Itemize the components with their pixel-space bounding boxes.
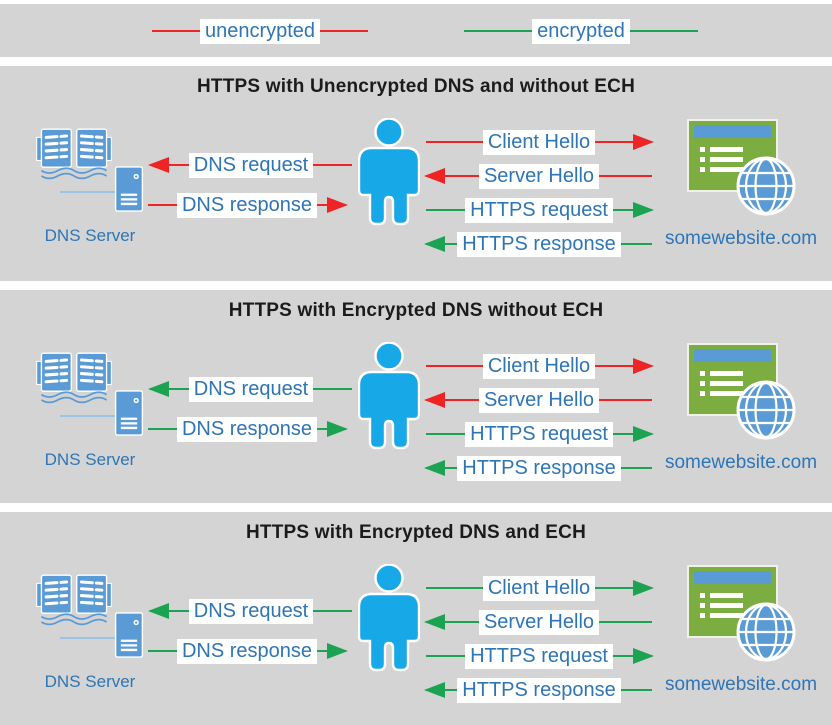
website-caption: somewebsite.com — [664, 674, 818, 695]
arrow-label: Server Hello — [478, 387, 600, 413]
dns-server-icon — [114, 166, 144, 212]
arrowhead-left-icon — [424, 168, 445, 184]
panel-title: HTTPS with Unencrypted DNS and without E… — [196, 76, 635, 97]
server-hello-arrow: Server Hello — [424, 163, 654, 189]
dns-request-arrow: DNS request — [148, 376, 354, 402]
website-icon — [686, 116, 798, 218]
arrowhead-left-icon — [148, 157, 169, 173]
dns-response-arrow: DNS response — [146, 638, 348, 664]
client-hello-arrow: Client Hello — [424, 575, 654, 601]
arrowhead-right-icon — [327, 421, 348, 437]
arrow-label: DNS response — [176, 192, 318, 218]
https-request-arrow: HTTPS request — [424, 643, 654, 669]
user-icon — [358, 342, 420, 452]
arrow-label: DNS request — [188, 376, 314, 402]
book-server-connector — [60, 637, 116, 639]
arrowhead-right-icon — [633, 202, 654, 218]
https-response-arrow: HTTPS response — [424, 455, 654, 481]
arrowhead-left-icon — [424, 614, 445, 630]
arrowhead-right-icon — [633, 648, 654, 664]
arrow-label: Client Hello — [482, 129, 596, 155]
arrowhead-right-icon — [633, 580, 654, 596]
arrowhead-left-icon — [424, 682, 445, 698]
dns-server-caption: DNS Server — [44, 226, 136, 245]
https-response-arrow: HTTPS response — [424, 677, 654, 703]
arrow-label: HTTPS request — [465, 421, 613, 447]
arrow-label: DNS request — [188, 152, 314, 178]
panel-encrypted-dns-with-ech: HTTPS with Encrypted DNS and ECH DNS Ser… — [0, 512, 832, 725]
https-request-arrow: HTTPS request — [424, 197, 654, 223]
arrowhead-right-icon — [633, 358, 654, 374]
dns-request-arrow: DNS request — [148, 598, 354, 624]
arrowhead-right-icon — [633, 134, 654, 150]
arrowhead-right-icon — [327, 643, 348, 659]
arrow-label: Server Hello — [478, 609, 600, 635]
book-server-connector — [60, 415, 116, 417]
legend-unencrypted: unencrypted — [150, 18, 370, 44]
dns-server-icon — [114, 612, 144, 658]
legend-encrypted: encrypted — [462, 18, 700, 44]
legend-bar: unencrypted encrypted — [0, 4, 832, 57]
arrowhead-left-icon — [424, 460, 445, 476]
panel-title: HTTPS with Encrypted DNS without ECH — [228, 300, 604, 321]
legend-label-encrypted: encrypted — [532, 18, 630, 44]
arrow-label: Client Hello — [482, 575, 596, 601]
arrow-label: DNS response — [176, 638, 318, 664]
website-icon — [686, 340, 798, 442]
arrow-label: DNS response — [176, 416, 318, 442]
panel-title: HTTPS with Encrypted DNS and ECH — [246, 522, 586, 543]
server-hello-arrow: Server Hello — [424, 609, 654, 635]
server-hello-arrow: Server Hello — [424, 387, 654, 413]
arrowhead-right-icon — [633, 426, 654, 442]
arrow-label: HTTPS request — [465, 197, 613, 223]
arrow-label: HTTPS response — [457, 231, 621, 257]
https-request-arrow: HTTPS request — [424, 421, 654, 447]
panel-unencrypted-dns-no-ech: HTTPS with Unencrypted DNS and without E… — [0, 66, 832, 281]
legend-label-unencrypted: unencrypted — [199, 18, 321, 44]
arrow-label: DNS request — [188, 598, 314, 624]
book-server-connector — [60, 191, 116, 193]
arrow-label: HTTPS request — [465, 643, 613, 669]
client-hello-arrow: Client Hello — [424, 353, 654, 379]
client-hello-arrow: Client Hello — [424, 129, 654, 155]
website-icon — [686, 562, 798, 664]
arrow-label: HTTPS response — [457, 455, 621, 481]
dns-server-caption: DNS Server — [44, 672, 136, 691]
arrowhead-left-icon — [424, 236, 445, 252]
arrow-label: Client Hello — [482, 353, 596, 379]
dns-response-arrow: DNS response — [146, 416, 348, 442]
arrowhead-left-icon — [148, 381, 169, 397]
dns-server-caption: DNS Server — [44, 450, 136, 469]
arrowhead-right-icon — [327, 197, 348, 213]
arrowhead-left-icon — [424, 392, 445, 408]
https-response-arrow: HTTPS response — [424, 231, 654, 257]
dns-book-icon — [36, 572, 112, 630]
user-icon — [358, 118, 420, 228]
arrow-label: HTTPS response — [457, 677, 621, 703]
dns-book-icon — [36, 126, 112, 184]
panel-encrypted-dns-no-ech: HTTPS with Encrypted DNS without ECH DNS… — [0, 290, 832, 503]
dns-server-icon — [114, 390, 144, 436]
dns-response-arrow: DNS response — [146, 192, 348, 218]
website-caption: somewebsite.com — [664, 228, 818, 249]
arrow-label: Server Hello — [478, 163, 600, 189]
website-caption: somewebsite.com — [664, 452, 818, 473]
user-icon — [358, 564, 420, 674]
dns-request-arrow: DNS request — [148, 152, 354, 178]
dns-book-icon — [36, 350, 112, 408]
arrowhead-left-icon — [148, 603, 169, 619]
